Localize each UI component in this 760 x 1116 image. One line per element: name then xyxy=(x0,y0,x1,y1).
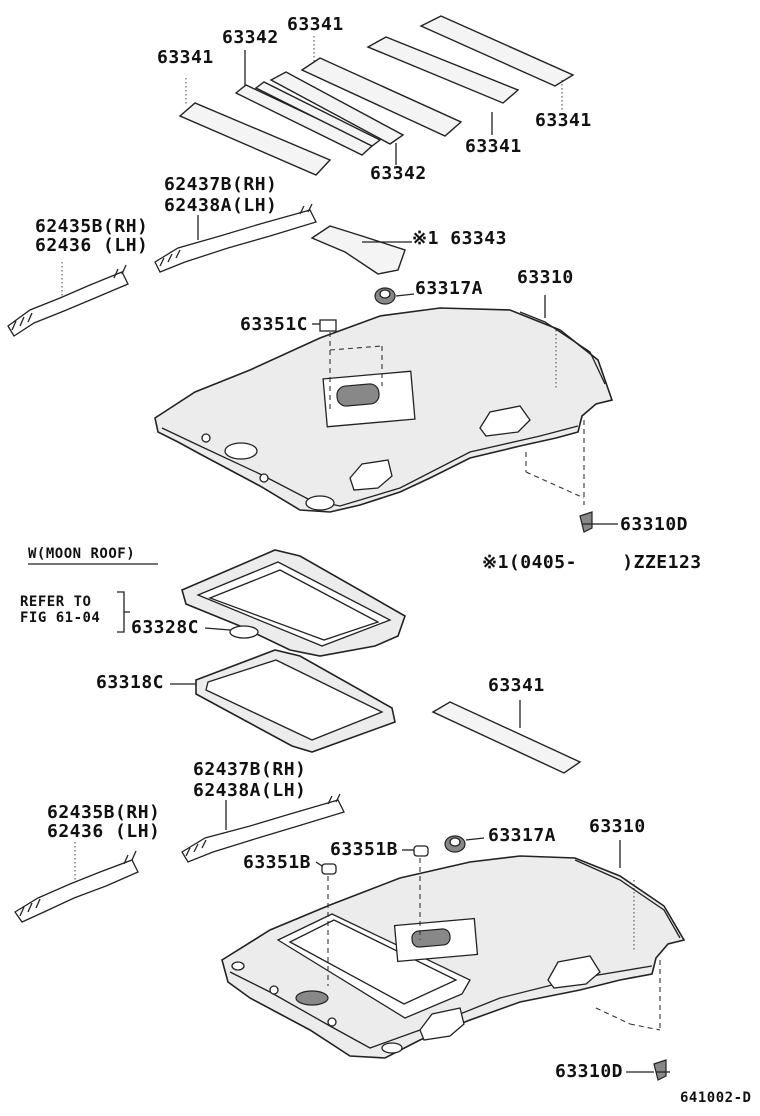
strip-62435b-bottom xyxy=(14,850,139,923)
label-fig-61-04: FIG 61-04 xyxy=(20,610,101,626)
label-63310-top: 63310 xyxy=(517,267,574,288)
label-note-zze123: ※1(0405- )ZZE123 xyxy=(482,552,702,573)
part-63351b-right xyxy=(413,845,429,857)
pad-63341-right xyxy=(366,36,520,104)
label-63310d-top: 63310D xyxy=(620,514,689,535)
headliner-63310-bottom xyxy=(221,855,686,1059)
part-63351c xyxy=(319,319,337,332)
label-63341-top-left: 63341 xyxy=(157,47,214,68)
label-diagram-code: 641002-D xyxy=(680,1090,752,1106)
label-62436-bottom: 62436 (LH) xyxy=(47,821,161,842)
label-63351c: 63351C xyxy=(240,314,309,335)
seal-63318c xyxy=(195,649,396,753)
label-63341-top-center: 63341 xyxy=(287,14,344,35)
part-63351b-left xyxy=(321,863,337,875)
strip-62437b-bottom xyxy=(181,793,345,863)
label-63342-top: 63342 xyxy=(222,27,279,48)
label-63342-bottom: 63342 xyxy=(370,163,427,184)
label-62438a-top: 62438A(LH) xyxy=(164,195,278,216)
label-63351b-right: 63351B xyxy=(330,839,399,860)
label-63328c: 63328C xyxy=(131,617,200,638)
label-63318c: 63318C xyxy=(96,672,165,693)
frame-63328c xyxy=(181,549,406,657)
clip-63317a-bottom xyxy=(444,835,466,853)
strip-62437b-top xyxy=(154,203,317,273)
label-63310-bottom: 63310 xyxy=(589,816,646,837)
label-62436-top: 62436 (LH) xyxy=(35,235,149,256)
label-63351b-left: 63351B xyxy=(243,852,312,873)
pad-63341-left xyxy=(178,102,332,176)
label-62438a-bottom: 62438A(LH) xyxy=(193,780,307,801)
label-62435b-bottom: 62435B(RH) xyxy=(47,802,161,823)
part-63343 xyxy=(310,225,406,275)
label-refer-to: REFER TO xyxy=(20,594,92,610)
clip-63317a-top xyxy=(374,287,396,305)
label-63317a-bottom: 63317A xyxy=(488,825,557,846)
label-62437b-bottom: 62437B(RH) xyxy=(193,759,307,780)
label-62437b-top: 62437B(RH) xyxy=(164,174,278,195)
part-63328c-small xyxy=(229,625,259,639)
clip-63310d-top xyxy=(579,511,596,533)
headliner-63310-top xyxy=(154,307,614,513)
label-moon-roof: W(MOON ROOF) xyxy=(28,546,136,562)
label-63317a-top: 63317A xyxy=(415,278,484,299)
label-63341-mid: 63341 xyxy=(465,136,522,157)
label-63343: ※1 63343 xyxy=(412,228,507,249)
label-63310d-bottom: 63310D xyxy=(555,1061,624,1082)
pad-63342-lower xyxy=(254,81,382,147)
pad-63341-bottom xyxy=(431,701,582,774)
pad-63341-far-right xyxy=(419,15,575,87)
label-63341-bottom: 63341 xyxy=(488,675,545,696)
clip-63310d-bottom xyxy=(653,1059,670,1081)
pad-63341-middle xyxy=(269,71,405,145)
label-62435b-top: 62435B(RH) xyxy=(35,216,149,237)
label-63341-top-right: 63341 xyxy=(535,110,592,131)
pad-63341-center xyxy=(300,57,463,137)
strip-62435b-top xyxy=(7,264,129,337)
